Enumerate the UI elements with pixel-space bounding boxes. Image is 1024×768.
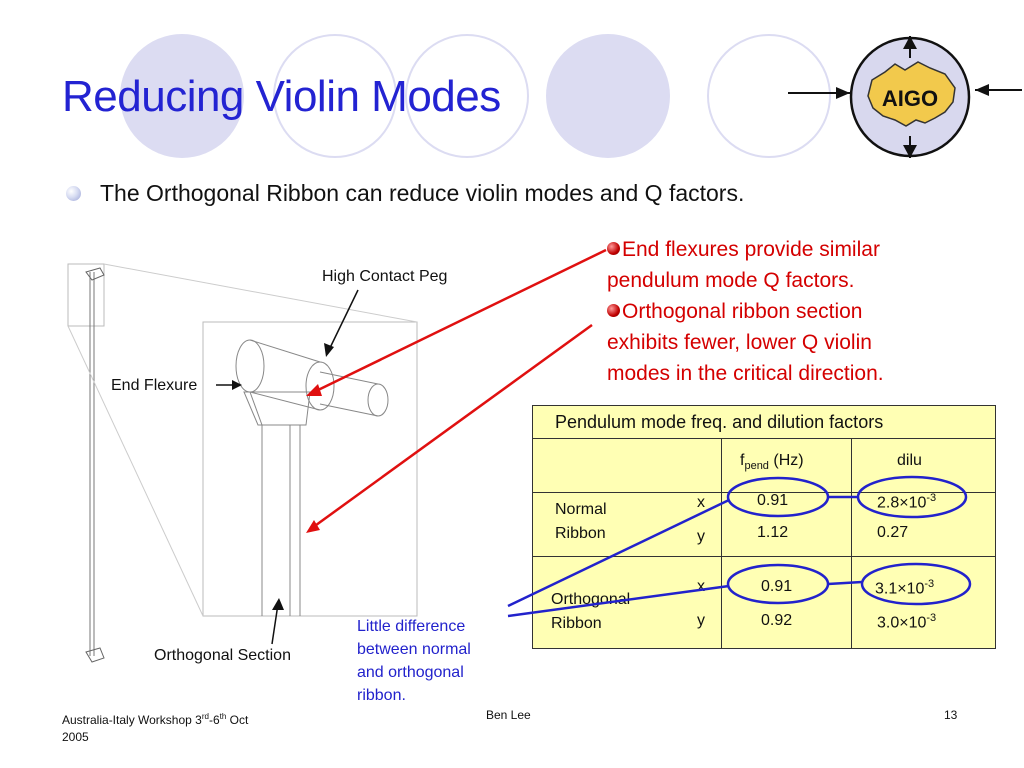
footer-left: Australia-Italy Workshop 3rd-6th Oct 200… [62, 712, 249, 744]
note-2-line1: Orthogonal ribbon section [622, 300, 863, 323]
footer-author: Ben Lee [486, 708, 531, 722]
red-bullet-icon [607, 304, 620, 317]
slide-title: Reducing Violin Modes [62, 72, 501, 121]
normal-dilu-y: 0.27 [877, 524, 909, 541]
decor-circle-1 [120, 34, 244, 158]
row-orthogonal-x: x [697, 578, 705, 595]
note-2: Orthogonal ribbon section exhibits fewer… [607, 296, 884, 389]
label-end-flexure: End Flexure [111, 377, 198, 394]
note-2-line3: modes in the critical direction. [607, 362, 884, 385]
dilution-table: Pendulum mode freq. and dilution factors… [532, 405, 996, 649]
red-bullet-icon [607, 242, 620, 255]
col-header-dilu: dilu [897, 452, 922, 469]
orthogonal-f-x: 0.91 [761, 578, 793, 595]
note-2-line2: exhibits fewer, lower Q violin [607, 331, 872, 354]
note-1-line1: End flexures provide similar [622, 238, 880, 261]
row-orthogonal-y: y [697, 612, 705, 629]
decor-circle-4 [546, 34, 670, 158]
annotation-little-difference: Little difference between normal and ort… [357, 618, 471, 704]
note-1-line2: pendulum mode Q factors. [607, 269, 855, 292]
row-normal-x: x [697, 494, 705, 511]
note-1: End flexures provide similar pendulum mo… [607, 234, 880, 296]
orthogonal-dilu-y: 3.0×10-3 [877, 612, 937, 632]
table-title: Pendulum mode freq. and dilution factors [555, 412, 884, 432]
decor-circle-3 [405, 34, 529, 158]
label-high-contact-peg: High Contact Peg [322, 268, 448, 285]
bullet-dot [66, 186, 81, 201]
footer-page-number: 13 [944, 708, 958, 722]
decor-circle-5 [707, 34, 831, 158]
decor-circle-2 [273, 34, 397, 158]
normal-f-x: 0.91 [757, 492, 789, 509]
orthogonal-dilu-x: 3.1×10-3 [875, 578, 935, 598]
normal-f-y: 1.12 [757, 524, 789, 541]
col-header-freq: fpend (Hz) [740, 452, 804, 473]
orthogonal-f-y: 0.92 [761, 612, 793, 629]
bullet-text: The Orthogonal Ribbon can reduce violin … [100, 180, 745, 206]
logo-text: AIGO [882, 86, 938, 111]
normal-dilu-x: 2.8×10-3 [877, 492, 937, 512]
row-normal-y: y [697, 528, 705, 545]
label-orthogonal-section: Orthogonal Section [154, 647, 291, 664]
